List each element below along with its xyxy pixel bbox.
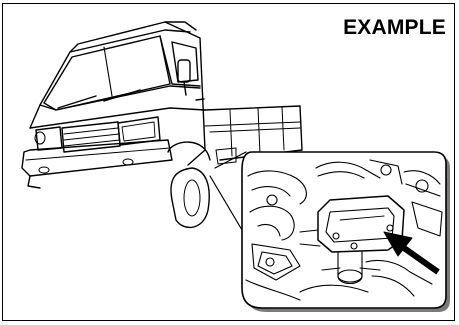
engine-detail-illustration bbox=[242, 152, 450, 312]
